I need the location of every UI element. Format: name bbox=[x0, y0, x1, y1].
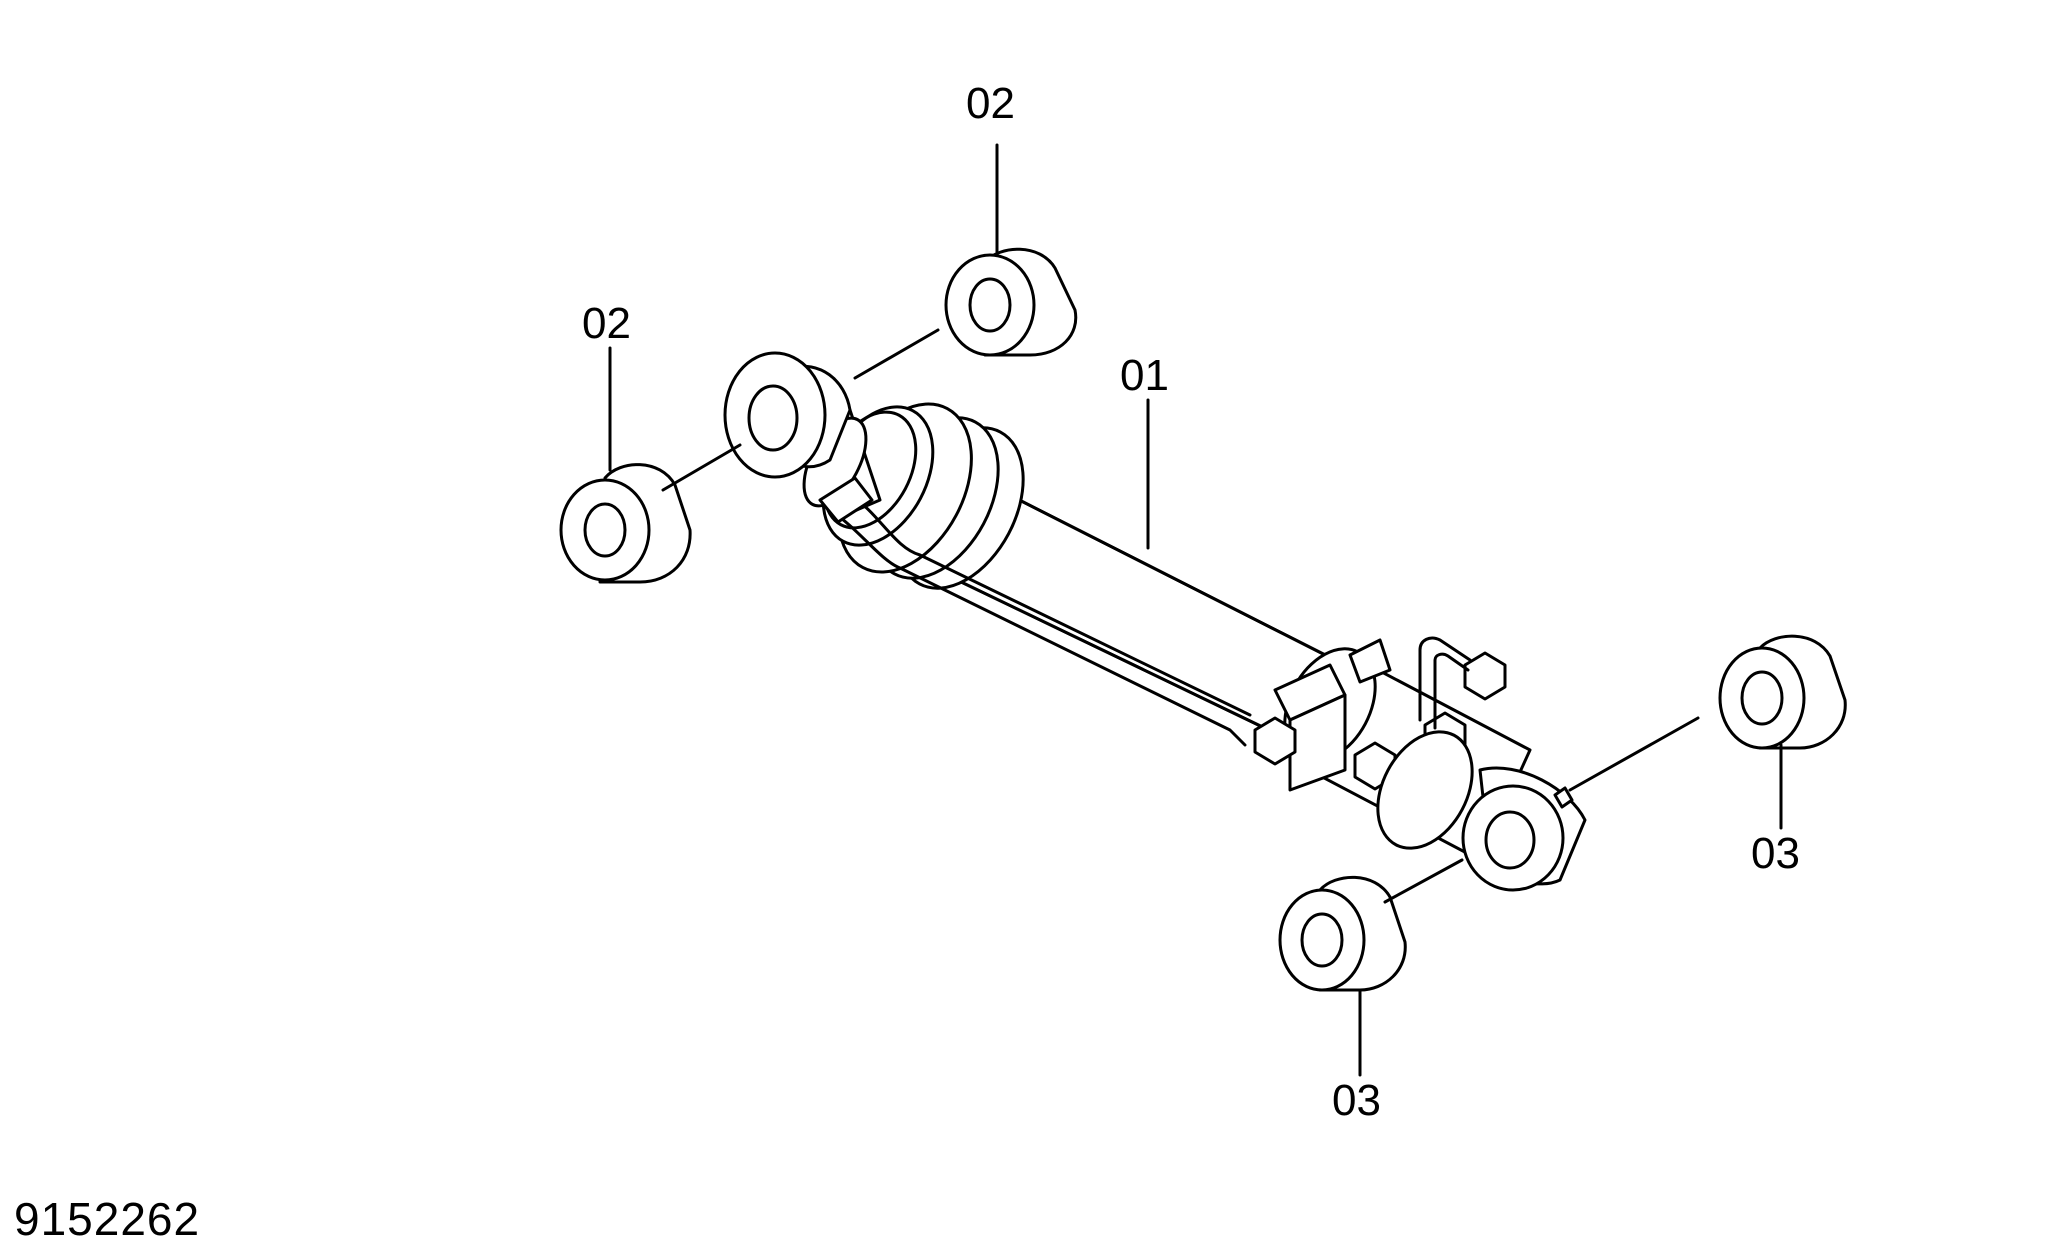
hydraulic-cylinder[interactable] bbox=[723, 351, 1587, 892]
callout-03-bottom: 03 bbox=[1332, 1076, 1381, 1125]
bushing-02-lower[interactable] bbox=[559, 463, 692, 584]
bushing-03-right[interactable] bbox=[1718, 634, 1847, 750]
callout-03-right: 03 bbox=[1751, 829, 1800, 878]
callout-02-left: 02 bbox=[582, 299, 631, 348]
drawing-number: 9152262 bbox=[14, 1193, 201, 1245]
bushing-03-lower[interactable] bbox=[1278, 875, 1407, 992]
leader-lines bbox=[608, 143, 1783, 1077]
bushing-02-upper[interactable] bbox=[944, 247, 1078, 357]
callout-01: 01 bbox=[1120, 351, 1169, 400]
callout-02-top: 02 bbox=[966, 79, 1015, 128]
